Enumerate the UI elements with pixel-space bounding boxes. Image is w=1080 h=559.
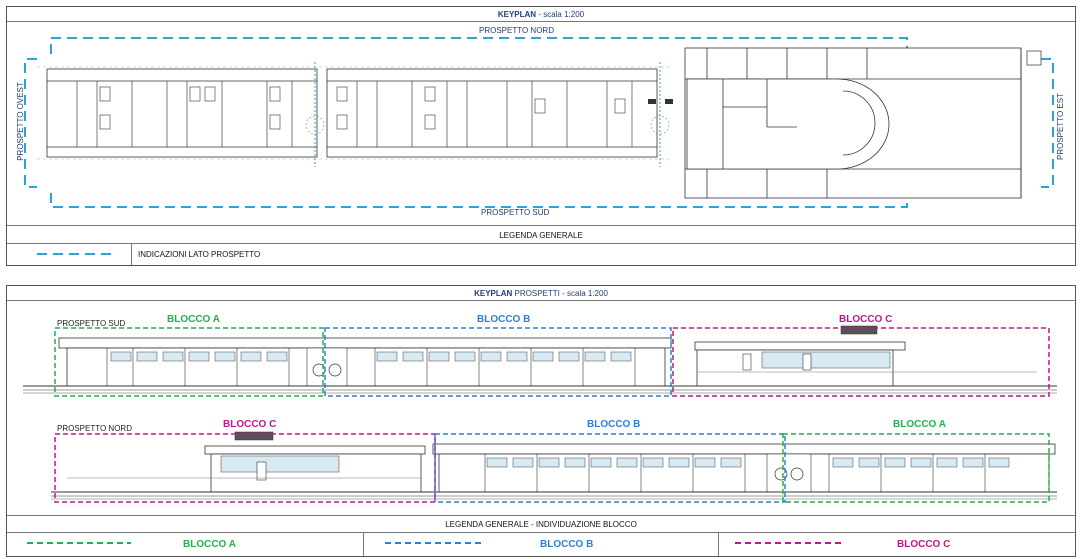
legend-cell-blocco-a: BLOCCO A xyxy=(7,533,363,556)
keyplan-legend-row: INDICAZIONI LATO PROSPETTO xyxy=(7,243,1075,265)
legend-swatch-cell xyxy=(7,244,131,265)
south-blocco-b: BLOCCO B xyxy=(477,314,531,325)
keyplan-title-scale: - scala 1:200 xyxy=(536,9,585,19)
legend-blocco-b: BLOCCO B xyxy=(540,539,594,550)
label-prospetto-nord-elev: PROSPETTO NORD xyxy=(57,424,132,433)
keyplan-title: KEYPLAN - scala 1:200 xyxy=(7,7,1075,22)
label-prospetto-est: PROSPETTO EST xyxy=(1055,93,1065,160)
prospetti-title-main: PROSPETTI xyxy=(512,288,560,298)
keyplan-title-bold: KEYPLAN xyxy=(497,9,537,19)
label-prospetto-sud-elev: PROSPETTO SUD xyxy=(57,319,126,328)
label-prospetto-sud: PROSPETTO SUD xyxy=(481,208,550,217)
prospetti-legend-title-row: LEGENDA GENERALE - INDIVIDUAZIONE BLOCCO xyxy=(7,515,1075,533)
prospetti-title: KEYPLAN PROSPETTI - scala 1:200 xyxy=(7,286,1075,301)
legend-item-indicazioni: INDICAZIONI LATO PROSPETTO xyxy=(138,250,261,259)
south-blocco-a: BLOCCO A xyxy=(167,314,220,325)
prospetti-title-scale: - scala 1:200 xyxy=(559,288,608,298)
north-blocco-a: BLOCCO A xyxy=(893,419,946,430)
keyplan-legend-title: LEGENDA GENERALE xyxy=(499,230,583,240)
prospetti-legend-title: LEGENDA GENERALE - INDIVIDUAZIONE BLOCCO xyxy=(445,520,637,529)
prospetti-title-bold: KEYPLAN xyxy=(474,288,513,298)
legend-cell-blocco-b: BLOCCO B xyxy=(363,533,718,556)
prospetti-panel: KEYPLAN PROSPETTI - scala 1:200 xyxy=(6,285,1076,557)
label-prospetto-ovest: PROSPETTO OVEST xyxy=(15,82,25,161)
south-blocco-c: BLOCCO C xyxy=(839,314,893,325)
north-blocco-b: BLOCCO B xyxy=(587,419,641,430)
legend-cell-blocco-c: BLOCCO C xyxy=(718,533,1075,556)
keyplan-legend-title-row: LEGENDA GENERALE xyxy=(7,225,1075,244)
legend-label-cell: INDICAZIONI LATO PROSPETTO xyxy=(131,244,1075,265)
legend-blocco-a: BLOCCO A xyxy=(183,539,236,550)
keyplan-panel: KEYPLAN - scala 1:200 xyxy=(6,6,1076,266)
prospetti-legend-row: BLOCCO A BLOCCO B BLOCCO C xyxy=(7,532,1075,556)
legend-blocco-c: BLOCCO C xyxy=(897,539,951,550)
label-prospetto-nord: PROSPETTO NORD xyxy=(479,26,554,35)
north-blocco-c: BLOCCO C xyxy=(223,419,277,430)
prospetti-drawing xyxy=(23,325,1057,544)
keyplan-drawing xyxy=(24,37,1054,255)
